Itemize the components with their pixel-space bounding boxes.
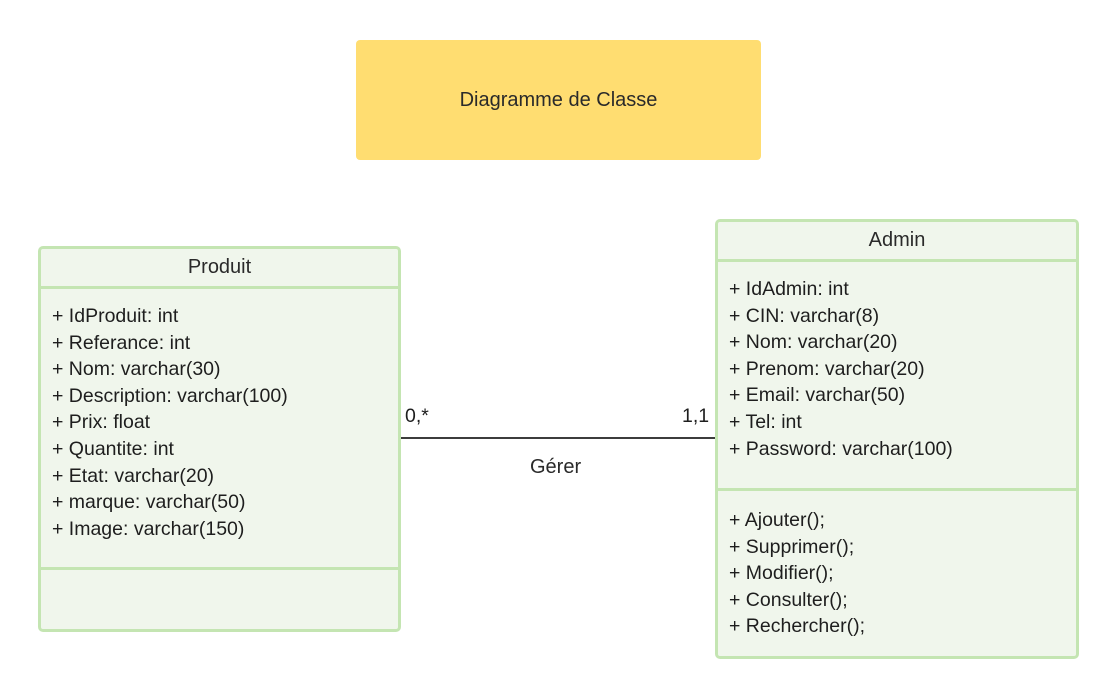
attributes-compartment-produit: + IdProduit: int + Referance: int + Nom:… (41, 289, 398, 570)
attribute-item: + Tel: int (729, 410, 802, 433)
attribute-item: + Nom: varchar(20) (729, 331, 898, 354)
operation-item: + Supprimer(); (729, 535, 855, 558)
attribute-item: + Prix: float (52, 411, 151, 434)
attribute-item: + Referance: int (52, 331, 191, 354)
class-name-produit: Produit (41, 249, 398, 289)
association-label: Gérer (530, 456, 582, 478)
attribute-item: + IdProduit: int (52, 305, 179, 327)
diagram-title-box: Diagramme de Classe (356, 40, 761, 160)
attributes-compartment-admin: + IdAdmin: int + CIN: varchar(8) + Nom: … (718, 262, 1076, 491)
attribute-item: + marque: varchar(50) (52, 491, 246, 514)
class-name-admin: Admin (718, 222, 1076, 262)
multiplicity-admin: 1,1 (682, 405, 710, 427)
class-produit: Produit + IdProduit: int + Referance: in… (38, 246, 401, 632)
attribute-item: + CIN: varchar(8) (729, 304, 880, 327)
diagram-title: Diagramme de Classe (459, 88, 658, 111)
attribute-item: + Etat: varchar(20) (52, 464, 215, 487)
operation-item: + Rechercher(); (729, 615, 866, 638)
operation-item: + Modifier(); (729, 562, 834, 585)
operations-compartment-admin: + Ajouter(); + Supprimer(); + Modifier()… (718, 491, 1076, 640)
operation-item: + Consulter(); (729, 588, 848, 611)
class-admin: Admin + IdAdmin: int + CIN: varchar(8) +… (715, 219, 1079, 659)
attribute-item: + Nom: varchar(30) (52, 358, 221, 381)
attribute-item: + Password: varchar(100) (729, 437, 953, 460)
attribute-item: + Quantite: int (52, 437, 174, 460)
attribute-item: + IdAdmin: int (729, 278, 849, 300)
association-line (401, 437, 715, 439)
attribute-item: + Email: varchar(50) (729, 384, 906, 407)
operation-item: + Ajouter(); (729, 509, 825, 531)
attribute-item: + Image: varchar(150) (52, 517, 245, 540)
multiplicity-produit: 0,* (405, 405, 429, 427)
operations-compartment-produit (41, 570, 398, 584)
attribute-item: + Prenom: varchar(20) (729, 357, 925, 380)
attribute-item: + Description: varchar(100) (52, 384, 288, 407)
